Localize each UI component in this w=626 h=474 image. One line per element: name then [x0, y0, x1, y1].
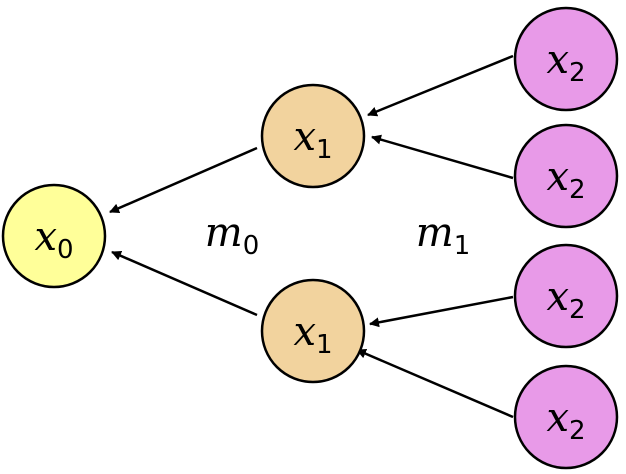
node-x2-b-base: x: [546, 154, 569, 200]
node-x2-c-sub: 2: [569, 295, 586, 325]
node-x2-c-base: x: [546, 274, 569, 320]
node-x2-c-circle: [513, 243, 619, 349]
arrow-x2-a-to-x1-top: [367, 54, 514, 117]
svg-text:x1: x1: [293, 309, 332, 360]
node-x2-c: x2: [513, 243, 619, 349]
svg-text:x2: x2: [546, 154, 585, 205]
node-x2-d-circle: [513, 364, 619, 470]
node-x0-base: x: [34, 214, 57, 260]
node-x1-top-circle: [260, 83, 366, 189]
node-x1-top-base: x: [293, 114, 316, 160]
node-x2-a-base: x: [546, 37, 569, 83]
svg-text:x0: x0: [34, 214, 73, 265]
arrow-x2-b-to-x1-top: [371, 134, 514, 180]
node-x0-circle: [1, 183, 107, 289]
node-x2-d-base: x: [546, 395, 569, 441]
node-x1-top: x1: [260, 83, 366, 189]
edge-label-m0-sub: 0: [243, 231, 260, 261]
arrow-x2-d-to-x1-bottom: [356, 348, 514, 419]
node-x1-bottom-circle: [260, 278, 366, 384]
edge-label-m0-base: m: [205, 210, 243, 256]
svg-text:x2: x2: [546, 37, 585, 88]
node-x1-top-sub: 1: [316, 135, 333, 165]
edge-label-m0: m0: [205, 210, 259, 261]
node-x2-a-sub: 2: [569, 58, 586, 88]
node-x0-sub: 0: [57, 235, 74, 265]
edge-label-m1: m1: [416, 210, 470, 261]
node-x1-bottom-sub: 1: [316, 330, 333, 360]
arrow-x1-top-to-x0: [109, 146, 258, 214]
svg-text:x1: x1: [293, 114, 332, 165]
arrow-x2-c-to-x1-bottom: [369, 295, 514, 328]
node-x1-bottom: x1: [260, 278, 366, 384]
edge-label-m1-base: m: [416, 210, 454, 256]
node-x2-d: x2: [513, 364, 619, 470]
node-x2-b-circle: [513, 123, 619, 229]
svg-text:x2: x2: [546, 395, 585, 446]
node-x2-b: x2: [513, 123, 619, 229]
svg-text:x2: x2: [546, 274, 585, 325]
arrow-x1-bottom-to-x0: [111, 250, 258, 317]
node-x2-b-sub: 2: [569, 175, 586, 205]
node-x1-bottom-base: x: [293, 309, 316, 355]
edge-label-m1-sub: 1: [454, 231, 471, 261]
node-x2-a-circle: [513, 6, 619, 112]
node-x0: x0: [1, 183, 107, 289]
node-x2-a: x2: [513, 6, 619, 112]
node-x2-d-sub: 2: [569, 416, 586, 446]
